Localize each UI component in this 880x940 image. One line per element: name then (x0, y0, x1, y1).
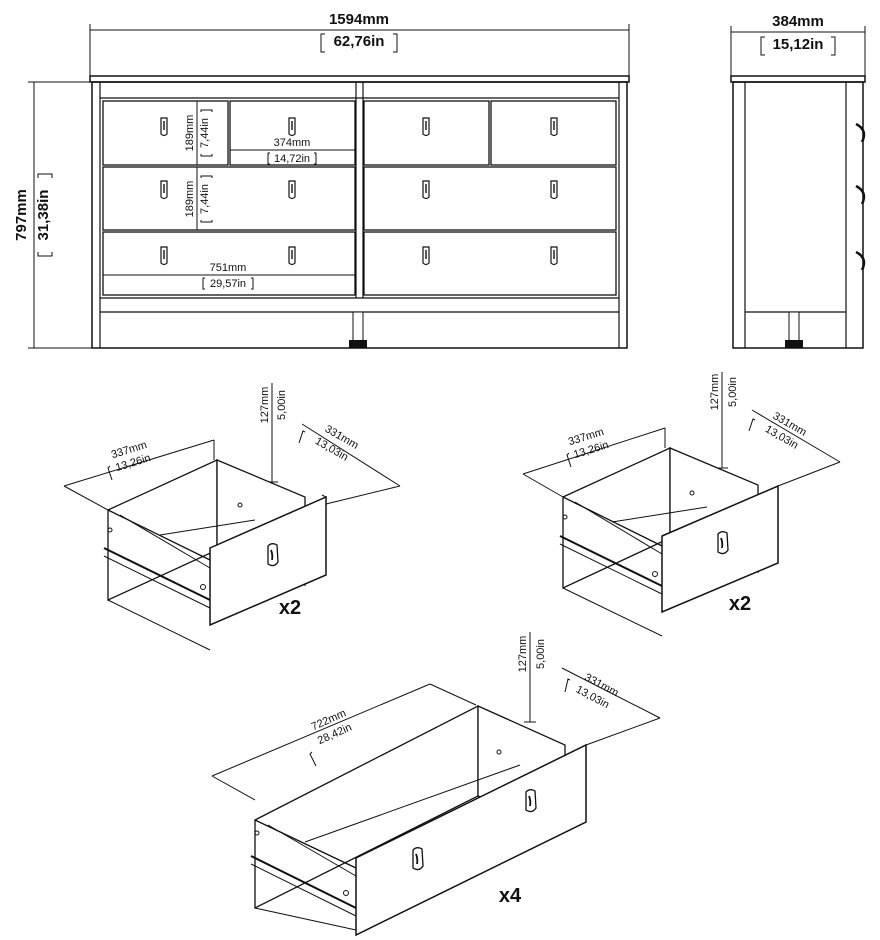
depth-dimension: 384mm 15,12in (730, 13, 866, 76)
small-drawer-width-dimension: 374mm 14,72in (230, 137, 355, 165)
small-drawer-width-mm: 374mm (274, 137, 311, 149)
handle-icon (288, 246, 296, 266)
drawer-a-quantity: x2 (279, 597, 301, 619)
drawer-small-top-right-1 (363, 100, 490, 166)
drawer-height-mm: 189mm (184, 115, 196, 152)
depth-mm: 384mm (772, 13, 824, 30)
drawer-wide-right-bottom (363, 231, 617, 296)
drawer-a-height-mm: 127mm (259, 387, 271, 424)
handle-icon (525, 788, 537, 813)
center-leg-foot (349, 340, 367, 348)
drawer-small-top-left-2 (229, 100, 356, 166)
drawer-wide-left-middle (102, 166, 356, 231)
height-in: 31,38in (35, 190, 52, 241)
drawer-b-height-mm: 127mm (709, 374, 721, 411)
handle-icon (160, 246, 168, 266)
wide-drawer-width-mm: 751mm (210, 262, 247, 274)
wide-drawer-width-in: 29,57in (210, 278, 246, 290)
top-panel (89, 75, 630, 83)
carcass (91, 81, 628, 349)
center-leg (352, 311, 364, 343)
drawer-height-dimension-2: 189mm 7,44in (184, 166, 213, 231)
total-width-mm: 1594mm (329, 11, 389, 28)
side-handles (855, 122, 866, 271)
drawer-c-quantity: x4 (499, 885, 522, 907)
drawer-height-2-in: 7,44in (199, 184, 211, 214)
handle-icon (422, 117, 430, 137)
drawer-c-isometric: 722mm 28,42in 127mm 5,00in 331mm 13,03in… (211, 632, 661, 937)
front-view: 1594mm 62,76in 797mm 31,38in (13, 11, 630, 349)
handle-icon (267, 542, 279, 567)
handle-icon (288, 117, 296, 137)
handle-icon (288, 180, 296, 200)
handle-icon (160, 117, 168, 137)
side-view: 384mm 15,12in (730, 13, 866, 349)
handle-icon (550, 117, 558, 137)
drawer-small-top-right-2 (490, 100, 617, 166)
drawer-handles (160, 117, 558, 266)
handle-icon (550, 246, 558, 266)
drawer-small-top-left-1 (102, 100, 229, 166)
drawer-b-height-in: 5,00in (727, 377, 739, 407)
handle-icon (422, 246, 430, 266)
total-width-in: 62,76in (334, 33, 385, 50)
drawer-wide-right-middle (363, 166, 617, 231)
handle-icon (855, 122, 866, 143)
drawer-height-in: 7,44in (199, 118, 211, 148)
drawer-a-height-in: 5,00in (276, 390, 288, 420)
drawer-b-isometric: 337mm 13,26in 127mm 5,00in 331mm 13,03in… (522, 372, 841, 637)
drawer-height-2-mm: 189mm (184, 181, 196, 218)
drawer-b-quantity: x2 (729, 593, 751, 615)
handle-icon (855, 184, 866, 205)
drawer-c-height-in: 5,00in (535, 639, 547, 669)
height-dimension: 797mm 31,38in (13, 81, 92, 349)
drawer-height-dimension-1: 189mm 7,44in (184, 100, 213, 166)
handle-icon (412, 846, 424, 871)
handle-icon (160, 180, 168, 200)
inch-brackets (107, 418, 756, 767)
drawer-wide-left-bottom (102, 231, 356, 296)
wide-drawer-width-dimension: 751mm 29,57in (103, 262, 355, 290)
handle-icon (717, 530, 729, 555)
handle-icon (550, 180, 558, 200)
drawer-a-isometric: 337mm 13,26in 127mm 5,00in 331mm 13,03in… (63, 383, 401, 651)
small-drawer-width-in: 14,72in (274, 153, 310, 165)
height-mm: 797mm (13, 189, 30, 241)
drawer-c-height-mm: 127mm (517, 636, 529, 673)
total-width-dimension: 1594mm 62,76in (89, 11, 630, 76)
handle-icon (855, 250, 866, 271)
handle-icon (422, 180, 430, 200)
depth-in: 15,12in (773, 36, 824, 53)
